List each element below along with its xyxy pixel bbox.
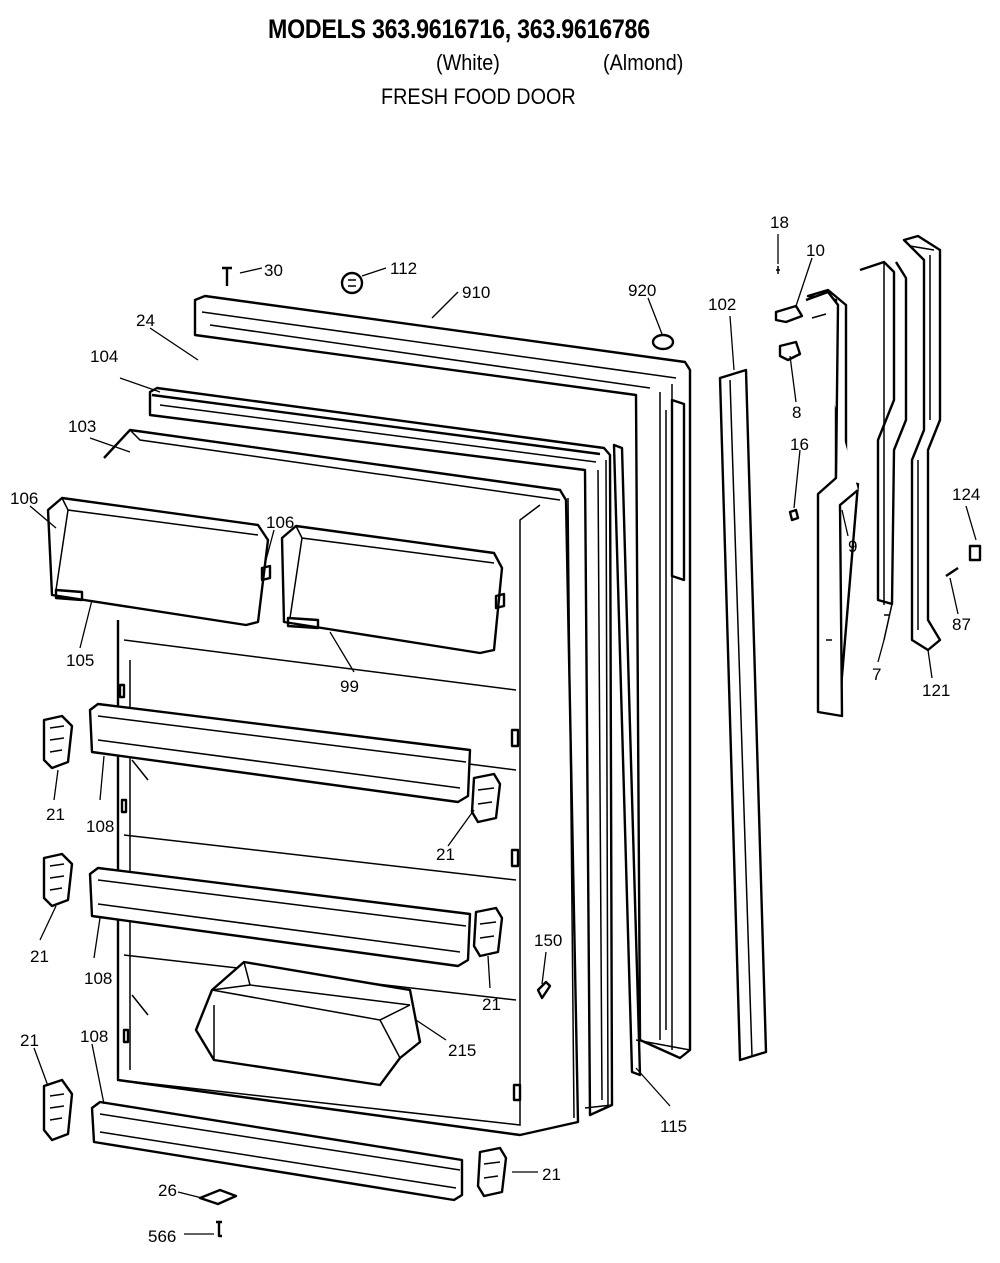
part-label-108-a: 108 (86, 817, 114, 836)
door-handle (805, 288, 860, 718)
part-label-920: 920 (628, 281, 656, 300)
part-label-112: 112 (390, 259, 417, 278)
part-label-87: 87 (952, 615, 971, 634)
part-label-10: 10 (806, 241, 825, 260)
dairy-door-right (280, 524, 506, 655)
door-shelf-bottom (90, 1100, 464, 1202)
seal-strip (612, 443, 642, 1077)
part-label-99: 99 (340, 677, 359, 696)
part-label-9: 9 (848, 537, 857, 556)
part-label-21-c: 21 (20, 1031, 39, 1050)
handle-bar-121 (902, 234, 942, 652)
part-label-121: 121 (922, 681, 950, 700)
dairy-door-left (46, 496, 272, 627)
part-labels: 30 112 910 920 24 104 103 106 106 105 99… (10, 213, 980, 1246)
part-label-7: 7 (872, 665, 881, 684)
shelf-brackets (42, 714, 508, 1198)
part-label-104: 104 (90, 347, 118, 366)
part-label-115: 115 (660, 1117, 687, 1136)
outer-door-panel (193, 294, 692, 1060)
part-label-8: 8 (792, 403, 801, 422)
part-label-21-d: 21 (436, 845, 455, 864)
door-bin (194, 960, 422, 1087)
door-shelf-upper (88, 702, 472, 804)
part-label-106-right: 106 (266, 513, 294, 532)
hinge-hardware (774, 266, 804, 522)
part-label-102: 102 (708, 295, 736, 314)
leader-lines (29, 234, 977, 1235)
part-label-910: 910 (462, 283, 490, 302)
part-label-103: 103 (68, 417, 96, 436)
part-label-16: 16 (790, 435, 809, 454)
part-label-108-b: 108 (84, 969, 112, 988)
part-label-108-c: 108 (80, 1027, 108, 1046)
part-label-106-left: 106 (10, 489, 38, 508)
small-parts (198, 266, 675, 1238)
door-gasket (148, 386, 614, 1117)
door-strip (718, 368, 768, 1062)
diagram-title: MODELS 363.9616716, 363.9616786 (268, 14, 650, 44)
screws-124-87 (945, 544, 982, 577)
variant-almond-label: (Almond) (603, 50, 684, 75)
part-label-105: 105 (66, 651, 94, 670)
part-label-566: 566 (148, 1227, 176, 1246)
part-label-26: 26 (158, 1181, 177, 1200)
part-label-30: 30 (264, 261, 283, 280)
part-label-124: 124 (952, 485, 980, 504)
part-label-21-a: 21 (46, 805, 65, 824)
part-label-21-e: 21 (482, 995, 501, 1014)
part-label-21-f: 21 (542, 1165, 561, 1184)
part-label-18: 18 (770, 213, 789, 232)
door-shelf-middle (88, 866, 472, 968)
diagram-subtitle: FRESH FOOD DOOR (381, 84, 576, 109)
part-label-150: 150 (534, 931, 562, 950)
part-label-215: 215 (448, 1041, 476, 1060)
handle-bar-7 (859, 260, 908, 641)
variant-white-label: (White) (436, 50, 500, 75)
part-label-21-b: 21 (30, 947, 49, 966)
part-label-24: 24 (136, 311, 155, 330)
